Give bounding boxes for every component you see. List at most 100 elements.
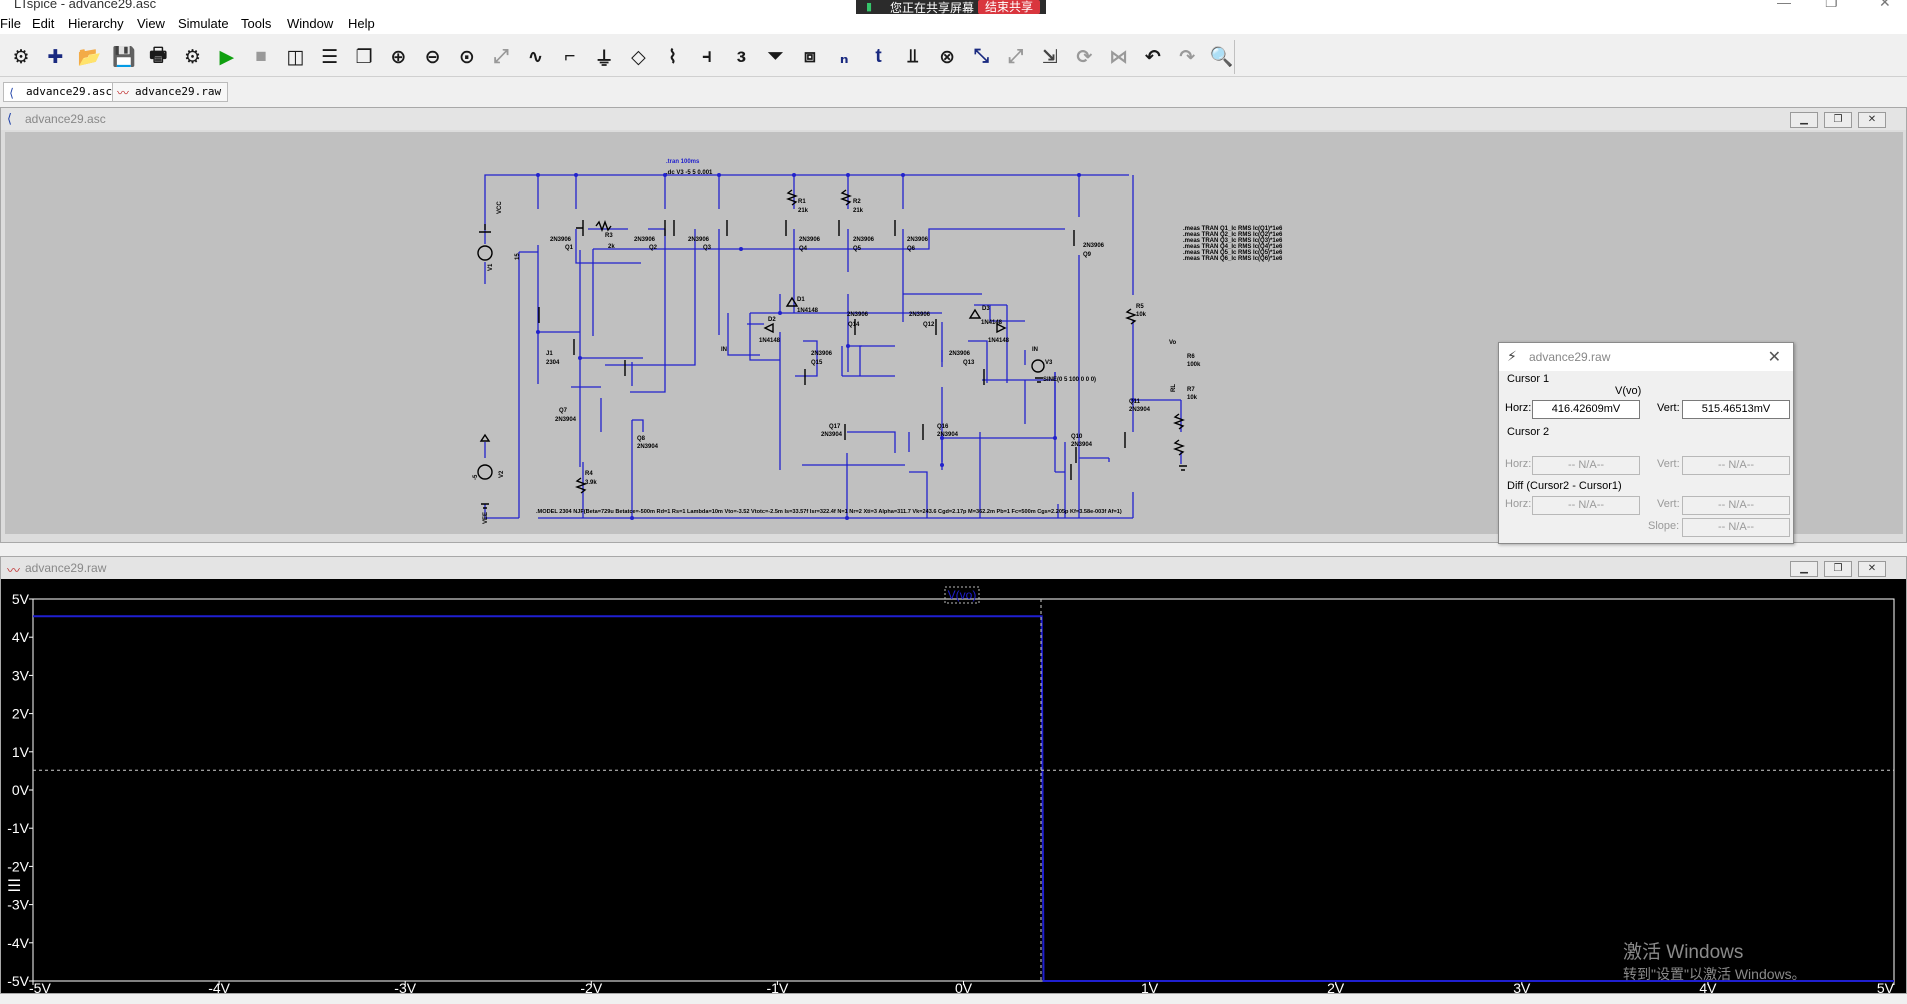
meas-q6: .meas TRAN Q6_Ic RMS Ic(Q6)*1e6 [1183,256,1283,262]
label-r2: R2 [853,199,861,205]
ground-icon[interactable]: ⏚ [594,48,614,70]
trace-label[interactable]: V(vo) [948,588,977,602]
menu-simulate[interactable]: Simulate [178,16,229,31]
restore-icon[interactable]: ❐ [1824,112,1852,128]
menu-view[interactable]: View [137,16,165,31]
y-tick-label: -3V [7,897,29,913]
waveform-cursor-icon: ⚡ [1507,348,1517,364]
label-j1: J1 [546,351,553,357]
gear-icon[interactable]: ⚙ [12,46,30,68]
inductor-icon[interactable]: ɜ [736,46,747,67]
label-d1-model: 1N4148 [797,308,819,314]
find-icon[interactable]: 🔍 [1209,47,1234,68]
label-q10-model: 2N3904 [1071,442,1093,448]
zoom-out-icon[interactable]: ⊖ [424,46,441,68]
maximize-icon[interactable]: ❐ [1825,0,1838,10]
save-icon[interactable]: 💾 [112,47,136,68]
y-tick-label: 3V [12,667,30,683]
redo-icon[interactable]: ↷ [1179,46,1196,68]
y-tick-label: -2V [7,858,29,874]
stop-share-button[interactable]: 结束共享 [977,0,1040,14]
waveform-icon[interactable]: ∿ [527,46,544,68]
minimize-icon[interactable]: ▁ [1790,561,1818,577]
label-q12-model: 2N3906 [909,312,931,318]
label-q16-model: 2N3904 [937,432,959,438]
wire-icon[interactable]: ⌐ [564,46,576,67]
menu-file[interactable]: File [0,16,21,31]
label-q4: Q4 [799,246,808,252]
net-icon[interactable]: ₙ [839,46,849,68]
cursor-readout-dialog: ⚡ advance29.raw ✕ Cursor 1 V(vo) Horz: 4… [1498,342,1794,544]
zoom-fit-icon[interactable]: ⊙ [458,46,475,68]
menu-help[interactable]: Help [348,16,375,31]
spice-directive-icon[interactable]: ⫫ [907,46,919,67]
label-r4: R4 [585,471,593,477]
drag-icon[interactable]: ⇲ [1042,46,1058,68]
control-panel-icon[interactable]: ⚙ [183,46,202,68]
close-icon[interactable]: ✕ [1767,349,1781,366]
print-icon[interactable]: 🖶 [149,45,168,66]
cursor2-heading: Cursor 2 [1507,426,1550,438]
label-q1-model: 2N3906 [550,237,572,243]
close-icon[interactable]: ✕ [1858,561,1886,577]
vert-diff-label: Vert: [1657,498,1680,510]
vert1-field[interactable]: 515.46513mV [1682,400,1790,419]
menu-edit[interactable]: Edit [32,16,55,31]
cascade-icon[interactable]: ❐ [355,46,373,68]
label-q15-model: 2N3906 [811,351,833,357]
label-q9-model: 2N3906 [1083,243,1105,249]
horz1-field[interactable]: 416.42609mV [1532,400,1640,419]
y-tick-label: 2V [12,706,30,722]
label-d2-model: 1N4148 [759,338,781,344]
horz1-label: Horz: [1505,402,1532,414]
label-r2-value: 21k [853,208,864,214]
tile-vertical-icon[interactable]: ◫ [286,46,305,68]
schematic-window-title: advance29.asc [25,112,106,126]
schematic-drawing: .tran 100ms .dc V3 -5 5 0.001 .meas TRAN… [473,159,1283,524]
document-tabs: ⟨ advance29.asc 〰 advance29.raw [0,80,1907,102]
menu-tools[interactable]: Tools [241,16,272,31]
menu-window[interactable]: Window [287,16,334,31]
mirror-icon[interactable]: ⋈ [1109,46,1129,68]
new-schematic-icon[interactable]: ✚ [47,46,64,68]
label-q7: Q7 [559,408,568,414]
window-title: LTspice - advance29.asc [14,0,157,11]
open-icon[interactable]: 📂 [77,47,102,68]
delete-icon[interactable]: ⊗ [939,46,956,68]
tile-horizontal-icon[interactable]: ☰ [321,46,339,68]
undo-icon[interactable]: ↶ [1144,46,1161,68]
close-icon[interactable]: ✕ [1879,0,1891,10]
meas-q4: .meas TRAN Q4_Ic RMS Ic(Q4)*1e6 [1183,244,1283,250]
restore-icon[interactable]: ❐ [1824,561,1852,577]
minimize-icon[interactable]: — [1777,0,1791,10]
zoom-in-icon[interactable]: ⊕ [390,46,407,68]
y-tick-label: 5V [12,591,30,607]
zoom-extents-icon[interactable]: ⤢ [493,46,509,67]
capacitor-icon[interactable]: ⫞ [702,46,712,67]
minimize-icon[interactable]: ▁ [1790,112,1818,128]
text-icon[interactable]: t [875,46,882,67]
label-net-icon[interactable]: ◇ [631,46,646,68]
label-q13-model: 2N3906 [949,351,971,357]
diode-icon[interactable]: ⏷ [767,46,784,67]
menu-hierarchy[interactable]: Hierarchy [68,16,124,31]
label-q2-model: 2N3906 [634,237,656,243]
trace-legend[interactable]: V(vo) [944,586,980,604]
x-tick-label: 0V [955,980,973,993]
rotate-icon[interactable]: ⟳ [1076,46,1093,68]
tab-advance29-asc[interactable]: ⟨ advance29.asc [3,82,120,102]
close-icon[interactable]: ✕ [1858,112,1886,128]
halt-icon[interactable]: ■ [255,46,267,67]
toolbar-separator [1234,40,1235,74]
component-icon[interactable]: ⧈ [803,46,816,67]
waveform-window-title: advance29.raw [25,561,107,575]
duplicate-icon[interactable]: ⤡ [973,46,989,67]
move-icon[interactable]: ⤢ [1008,46,1024,67]
tab-advance29-raw[interactable]: 〰 advance29.raw [112,82,229,102]
run-icon[interactable]: ▶ [219,46,235,68]
share-label: 您正在共享屏幕 [890,1,975,15]
label-q14-model: 2N3906 [847,312,869,318]
resistor-icon[interactable]: ⌇ [668,46,678,68]
